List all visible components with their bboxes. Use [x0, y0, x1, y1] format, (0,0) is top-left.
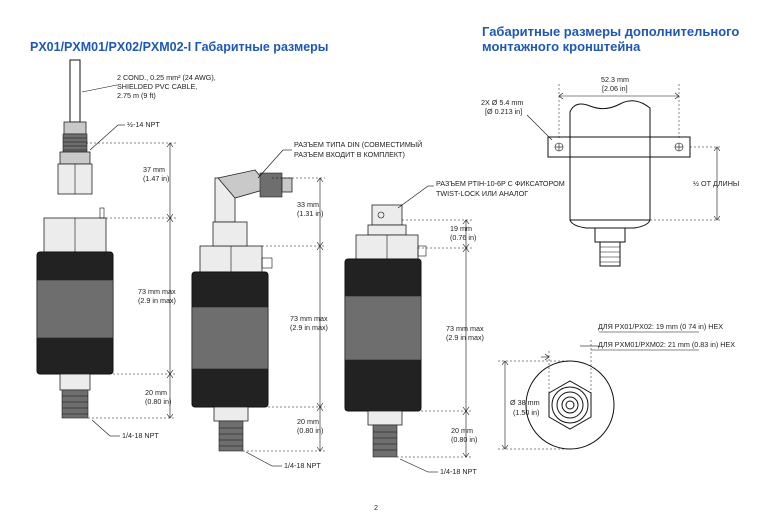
bracket-width-mm: 52.3 mm — [601, 75, 629, 84]
sensor1-npt-top: ½-14 NPT — [127, 120, 160, 129]
din-connector-line1: РАЗЪЕМ ТИПА DIN (СОВМЕСТИМЫЙ — [294, 140, 422, 149]
page-number: 2 — [374, 503, 378, 512]
hex-size-pxm: ДЛЯ PXM01/PXM02: 21 mm (0.83 in) HEX — [598, 340, 735, 349]
sensor-cable-drawing — [36, 59, 114, 419]
sensor2-dim-c-mm: 20 mm — [297, 417, 319, 426]
bracket-title-line2: монтажного кронштейна — [482, 39, 641, 54]
sensor1-dim-b-in: (2.9 in max) — [138, 296, 176, 305]
hex-size-px: ДЛЯ PX01/PX02: 19 mm (0 74 in) HEX — [598, 322, 723, 331]
diameter-mm: Ø 38 mm — [510, 398, 540, 407]
sensor1-dim-c-mm: 20 mm — [145, 388, 167, 397]
top-view-drawing — [525, 360, 615, 450]
diameter-in: (1.50 in) — [513, 408, 539, 417]
bracket-title-line1: Габаритные размеры дополнительного — [482, 24, 740, 39]
sensor-din-drawing — [191, 169, 293, 452]
twistlock-connector-line2: TWIST-LOCK ИЛИ АНАЛОГ — [436, 189, 528, 198]
sensor3-dim-c-in: (0.80 in) — [451, 435, 477, 444]
sensor2-dim-b-in: (2.9 in max) — [290, 323, 328, 332]
sensor1-dim-a-in: (1.47 in) — [143, 174, 169, 183]
cable-spec-line3: 2.75 m (9 ft) — [117, 91, 156, 100]
sensor2-npt-bottom: 1/4-18 NPT — [284, 461, 321, 470]
sensor1-dim-b-mm: 73 mm max — [138, 287, 176, 296]
sensor3-dim-b-in: (2.9 in max) — [446, 333, 484, 342]
din-connector-line2: РАЗЪЕМ ВХОДИТ В КОМПЛЕКТ) — [294, 150, 405, 159]
bracket-drawing — [547, 100, 691, 267]
sensor2-dim-a-in: (1.31 in) — [297, 209, 323, 218]
sensor3-dim-b-mm: 73 mm max — [446, 324, 484, 333]
sensor3-dim-c-mm: 20 mm — [451, 426, 473, 435]
sensor3-npt-bottom: 1/4-18 NPT — [440, 467, 477, 476]
bracket-width-in: [2.06 in] — [602, 84, 628, 93]
bracket-hole-in: [Ø 0.213 in] — [485, 107, 522, 116]
sensor-twistlock-drawing — [344, 204, 427, 458]
sensor2-dim-b-mm: 73 mm max — [290, 314, 328, 323]
sensor2-dim-a-mm: 33 mm — [297, 200, 319, 209]
bracket-hole-mm: 2X Ø 5.4 mm — [481, 98, 523, 107]
sensor3-dim-a-in: (0.76 in) — [450, 233, 476, 242]
sensor1-dim-a-mm: 37 mm — [143, 165, 165, 174]
sensor3-dim-a-mm: 19 mm — [450, 224, 472, 233]
twistlock-connector-line1: РАЗЪЕМ PTIH-10-6P С ФИКСАТОРОМ — [436, 179, 565, 188]
main-title: PX01/PXM01/PX02/PXM02-I Габаритные разме… — [30, 40, 329, 54]
cable-spec-line1: 2 COND., 0.25 mm² (24 AWG), — [117, 73, 216, 82]
sensor1-dim-c-in: (0.80 in) — [145, 397, 171, 406]
bracket-half-length: ½ ОТ ДЛИНЫ — [693, 179, 739, 188]
sensor2-dim-c-in: (0.80 in) — [297, 426, 323, 435]
sensor1-npt-bottom: 1/4-18 NPT — [122, 431, 159, 440]
cable-spec-line2: SHIELDED PVC CABLE, — [117, 82, 197, 91]
